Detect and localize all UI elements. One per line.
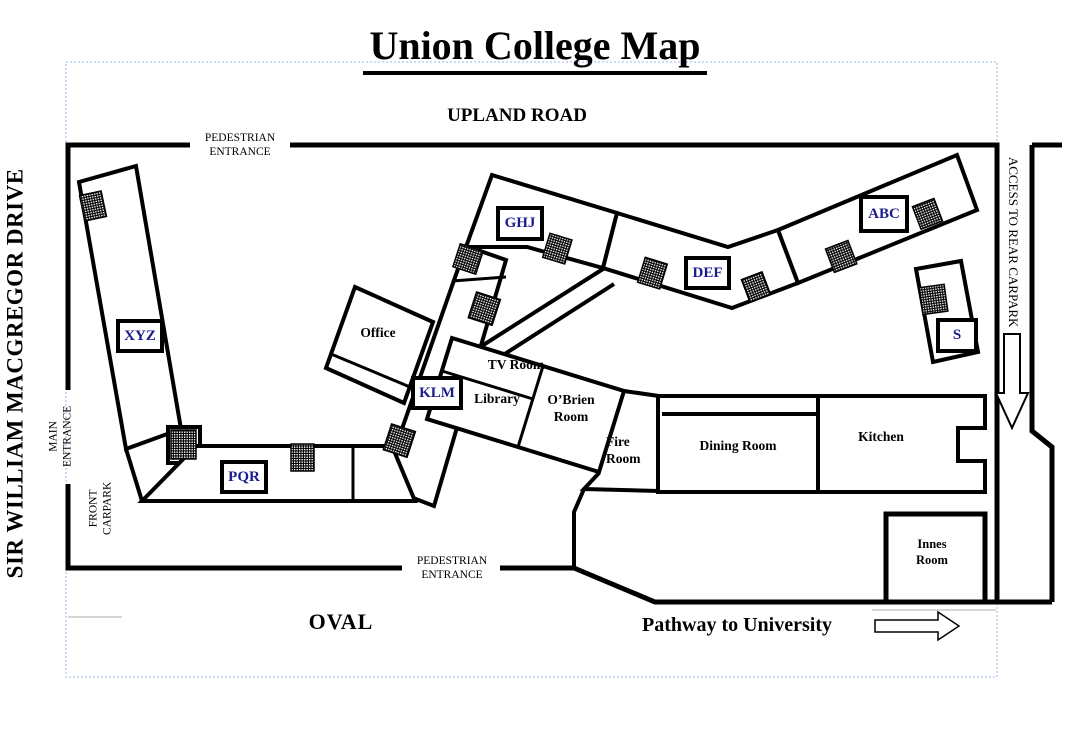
stairs-icon [918, 283, 949, 316]
stairs-icon [290, 443, 315, 472]
stairs-icon [911, 197, 944, 231]
campus-boundary [65, 142, 1062, 605]
tv-room-label: TV Room [487, 357, 545, 372]
stairs-icon [382, 422, 417, 459]
building-box-klm: KLM [411, 376, 463, 410]
office-building-outline [323, 284, 436, 406]
rear-carpark-access-label: ACCESS TO REAR CARPARK [1006, 156, 1022, 328]
building-box-s: S [936, 318, 978, 353]
stairs-icon [467, 290, 502, 327]
office-divider [330, 352, 411, 389]
tv-library-obrien-dividers [441, 365, 545, 448]
building-box-pqr: PQR [220, 460, 268, 494]
kitchen-label: Kitchen [858, 429, 904, 444]
dining-kitchen-block-outline [656, 394, 987, 494]
stairs-icon [636, 256, 669, 290]
stairs-icon [541, 232, 573, 265]
front-carpark-label: FRONT CARPARK [87, 481, 114, 536]
stairs-icon [451, 242, 485, 276]
stairs-icon [78, 190, 108, 222]
right-arrow-icon [874, 610, 961, 642]
map-title: Union College Map [0, 22, 1070, 75]
stairs-icon [170, 429, 197, 460]
fire-room-label: Fire Room [606, 434, 641, 466]
tvblock-ghj-connector [475, 267, 616, 366]
dining-room-label: Dining Room [699, 438, 777, 453]
kitchen-notch [956, 426, 987, 463]
building-box-abc: ABC [859, 195, 909, 233]
building-box-xyz: XYZ [116, 319, 164, 353]
obrien-dining-connector [623, 389, 660, 398]
pathway-label: Pathway to University [642, 614, 832, 636]
innes-room-outline [883, 511, 988, 605]
main-entrance-label: MAIN ENTRANCE [47, 405, 74, 468]
macgregor-drive-label: SIR WILLIAM MACGREGOR DRIVE [2, 168, 28, 579]
building-box-def: DEF [684, 256, 731, 290]
library-label: Library [474, 391, 520, 406]
upland-road-label: UPLAND ROAD [447, 105, 587, 126]
stairs-icon [740, 270, 772, 304]
faint-grid-line [68, 609, 996, 618]
stairs-icon [824, 239, 858, 274]
innes-room-label: Innes Room [916, 537, 948, 567]
oval-label: OVAL [308, 609, 374, 634]
pedestrian-entrance-bottom-label: PEDESTRIAN ENTRANCE [416, 555, 488, 582]
building-box-ghj: GHJ [496, 206, 544, 241]
map-title-text: Union College Map [363, 22, 707, 75]
office-label: Office [360, 325, 396, 340]
down-arrow-icon [994, 333, 1030, 431]
pathway-junction-lines [572, 471, 660, 568]
dining-kitchen-dividers [662, 396, 820, 492]
xyz-lower-edge [124, 448, 144, 502]
corridor-cross-line [451, 275, 507, 283]
pedestrian-entrance-top-label: PEDESTRIAN ENTRANCE [204, 132, 276, 159]
obrien-room-label: O’Brien Room [547, 392, 595, 424]
